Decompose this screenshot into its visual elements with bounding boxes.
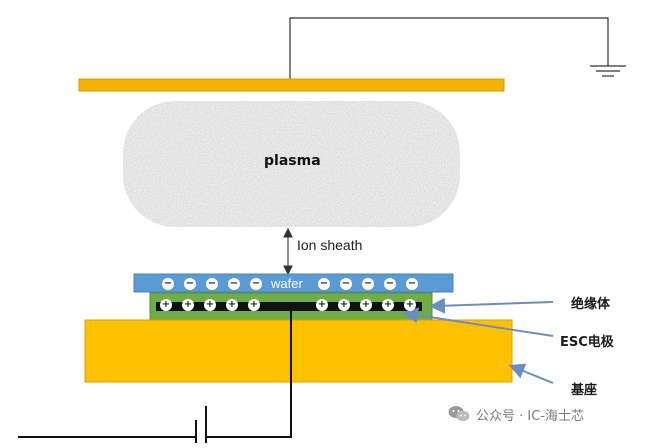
positive-charge-icon: + bbox=[248, 299, 260, 311]
positive-charge-icon: + bbox=[182, 299, 194, 311]
plasma-label: plasma bbox=[264, 153, 321, 169]
negative-charge-icon: − bbox=[318, 278, 330, 290]
negative-charge-icon: − bbox=[250, 278, 262, 290]
positive-charge-icon: + bbox=[160, 299, 172, 311]
top-electrode-plate bbox=[78, 78, 505, 92]
negative-charge-icon: − bbox=[362, 278, 374, 290]
base-label: 基座 bbox=[571, 383, 598, 398]
esc-electrode bbox=[156, 302, 422, 311]
ion-sheath-arrow bbox=[283, 227, 293, 276]
negative-charge-icon: − bbox=[406, 278, 418, 290]
esc-electrode-label: ESC电极 bbox=[560, 335, 614, 350]
positive-charge-icon: + bbox=[404, 299, 416, 311]
negative-charge-icon: − bbox=[384, 278, 396, 290]
negative-charge-icon: − bbox=[340, 278, 352, 290]
base-callout-arrow bbox=[508, 363, 554, 384]
negative-charge-icon: − bbox=[162, 278, 174, 290]
watermark: 公众号 · IC-海士芯 bbox=[448, 403, 584, 425]
positive-charge-icon: + bbox=[360, 299, 372, 311]
base-pedestal bbox=[84, 319, 513, 383]
watermark-text: 公众号 · IC-海士芯 bbox=[476, 408, 584, 424]
positive-charge-icon: + bbox=[338, 299, 350, 311]
battery-symbol-icon bbox=[195, 406, 207, 443]
dc-supply-wire bbox=[206, 307, 292, 438]
wafer-label: wafer bbox=[271, 276, 303, 291]
insulator-callout-arrow bbox=[429, 297, 554, 314]
ground-symbol-icon bbox=[590, 65, 626, 77]
wechat-icon bbox=[448, 405, 470, 423]
positive-charge-icon: + bbox=[382, 299, 394, 311]
positive-charge-icon: + bbox=[204, 299, 216, 311]
negative-charge-icon: − bbox=[184, 278, 196, 290]
positive-charge-icon: + bbox=[316, 299, 328, 311]
esc-electrode-callout-arrow bbox=[402, 307, 554, 337]
insulator-label: 绝缘体 bbox=[571, 297, 611, 312]
ion-sheath-label: Ion sheath bbox=[297, 237, 363, 253]
plasma-cloud bbox=[123, 101, 460, 227]
positive-charge-icon: + bbox=[226, 299, 238, 311]
ground-wire bbox=[289, 17, 609, 79]
negative-charge-icon: − bbox=[206, 278, 218, 290]
negative-charge-icon: − bbox=[228, 278, 240, 290]
